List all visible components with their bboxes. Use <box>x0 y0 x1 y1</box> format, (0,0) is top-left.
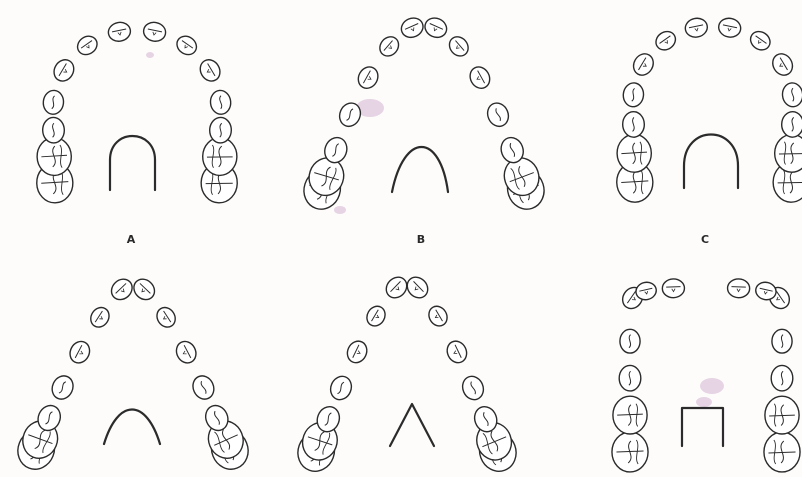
stain-mark <box>700 378 724 394</box>
tooth <box>727 279 750 298</box>
tooth <box>484 100 512 130</box>
tooth <box>74 32 101 58</box>
tooth <box>620 329 640 353</box>
tooth <box>376 33 402 60</box>
tooth <box>382 273 411 302</box>
tooth <box>363 303 388 329</box>
tooth <box>87 304 113 331</box>
arch-panel-d <box>12 275 254 475</box>
arch-panel-f <box>612 279 800 472</box>
tooth <box>130 275 159 304</box>
tooth <box>662 279 685 298</box>
tooth <box>173 32 200 58</box>
arch-panel-c <box>616 16 802 202</box>
tooth <box>209 117 231 143</box>
tooth <box>444 338 470 366</box>
tooth <box>622 82 644 108</box>
arch-panel-a <box>36 20 237 203</box>
tooth <box>747 28 774 54</box>
tooth <box>327 373 355 403</box>
stain-mark <box>146 52 154 58</box>
tooth <box>153 304 179 331</box>
tooth <box>630 50 657 79</box>
stain-mark <box>696 397 712 407</box>
tooth <box>769 50 796 79</box>
arch-shape-symbol <box>682 408 723 446</box>
tooth <box>613 396 647 434</box>
tooth <box>48 372 76 402</box>
tooth <box>196 56 223 85</box>
tooth <box>459 373 487 403</box>
tooth <box>50 56 77 85</box>
arch-shape-symbol <box>104 410 160 445</box>
tooth <box>209 89 231 115</box>
tooth <box>66 338 93 366</box>
tooth <box>344 338 370 366</box>
tooth <box>107 20 132 43</box>
tooth <box>425 303 450 329</box>
arch-shape-symbol <box>390 404 434 446</box>
tooth <box>781 111 802 137</box>
tooth <box>173 338 200 366</box>
tooth <box>765 396 799 434</box>
tooth <box>446 33 472 60</box>
label-a: A <box>127 233 136 246</box>
tooth <box>774 134 802 173</box>
arch-panel-b <box>299 15 549 214</box>
tooth <box>42 117 64 143</box>
label-b: B <box>417 233 425 246</box>
tooth <box>398 15 426 41</box>
tooth <box>42 89 64 115</box>
tooth <box>107 275 136 304</box>
tooth <box>764 432 800 472</box>
tooth <box>622 111 644 137</box>
tooth <box>771 365 793 391</box>
arch-shape-symbol <box>110 136 155 190</box>
arch-shape-symbol <box>392 147 448 192</box>
tooth <box>422 15 450 41</box>
tooth <box>772 329 792 353</box>
stain-mark <box>334 206 346 214</box>
tooth <box>652 28 679 54</box>
arch-shape-symbol <box>684 135 738 189</box>
tooth <box>617 134 652 173</box>
tooth <box>403 273 432 302</box>
tooth <box>355 63 382 91</box>
tooth <box>684 16 709 39</box>
tooth <box>619 365 641 391</box>
tooth <box>189 372 217 402</box>
tooth <box>142 20 167 43</box>
tooth <box>781 82 802 108</box>
label-c: C <box>701 233 709 246</box>
tooth <box>717 16 742 39</box>
tooth <box>612 432 648 472</box>
tooth <box>466 63 493 91</box>
arch-panel-e <box>292 273 521 476</box>
